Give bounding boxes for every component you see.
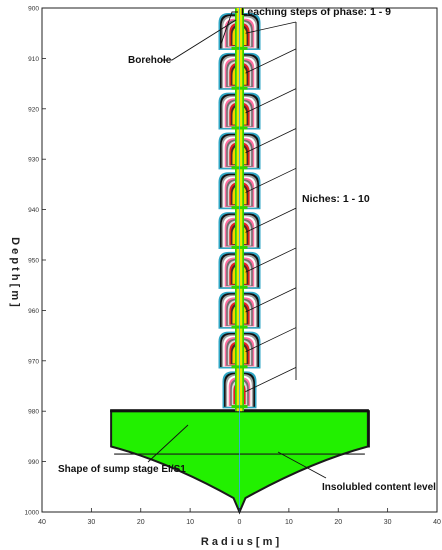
niche-leader	[245, 247, 297, 273]
niche-leader	[245, 167, 297, 193]
y-tick-label: 990	[28, 459, 39, 466]
x-tick-label: 0	[238, 519, 242, 526]
x-tick-label: 30	[87, 519, 95, 526]
y-tick-label: 920	[28, 106, 39, 113]
axis-ticks: 40 30 20 10 0 10 20 30 40 900 910 920 930 940 950 960 97…	[25, 6, 441, 527]
borehole-leader-line	[162, 19, 237, 61]
niche-leader	[245, 207, 297, 233]
leaching-steps-label: Leaching steps of phase: 1 - 9	[241, 6, 391, 18]
y-tick-label: 970	[28, 358, 39, 365]
y-tick-label: 960	[28, 308, 39, 315]
x-tick-label: 40	[433, 519, 441, 526]
x-tick-label: 40	[38, 519, 46, 526]
leader-lines	[147, 11, 327, 479]
niches-label: Niches: 1 - 10	[302, 193, 370, 205]
sump-leader-line	[147, 424, 189, 463]
x-axis-label: R a d i u s [ m ]	[201, 536, 280, 548]
y-tick-label: 980	[28, 409, 39, 416]
niche-leader	[245, 88, 297, 114]
borehole-label: Borehole	[128, 55, 172, 66]
x-tick-label: 20	[137, 519, 145, 526]
niche-leader	[245, 21, 297, 34]
insoluble-leader-line	[277, 451, 327, 479]
niche-leader-lines	[245, 21, 297, 392]
niche-leader	[245, 327, 297, 353]
borehole-group	[231, 8, 248, 512]
niche-leader	[245, 287, 297, 313]
x-tick-label: 10	[285, 519, 293, 526]
sump-right-wall	[367, 410, 370, 448]
y-tick-label: 900	[28, 6, 39, 13]
y-tick-label: 910	[28, 56, 39, 63]
niche-leader	[245, 128, 297, 154]
x-tick-label: 10	[186, 519, 194, 526]
y-tick-label: 930	[28, 157, 39, 164]
y-tick-label: 1000	[25, 510, 40, 517]
x-tick-label: 30	[384, 519, 392, 526]
sump-shape-label: Shape of sump stage EI/S1	[58, 464, 186, 475]
y-tick-label: 940	[28, 207, 39, 214]
leaching-leader-line	[220, 11, 238, 45]
y-axis-label: D e p t h [ m ]	[9, 237, 21, 307]
x-tick-label: 20	[334, 519, 342, 526]
niche-leader	[245, 367, 297, 392]
insoluble-level-label: Insolubled content level	[322, 482, 436, 493]
y-tick-label: 950	[28, 258, 39, 265]
niche-leader	[245, 48, 297, 74]
